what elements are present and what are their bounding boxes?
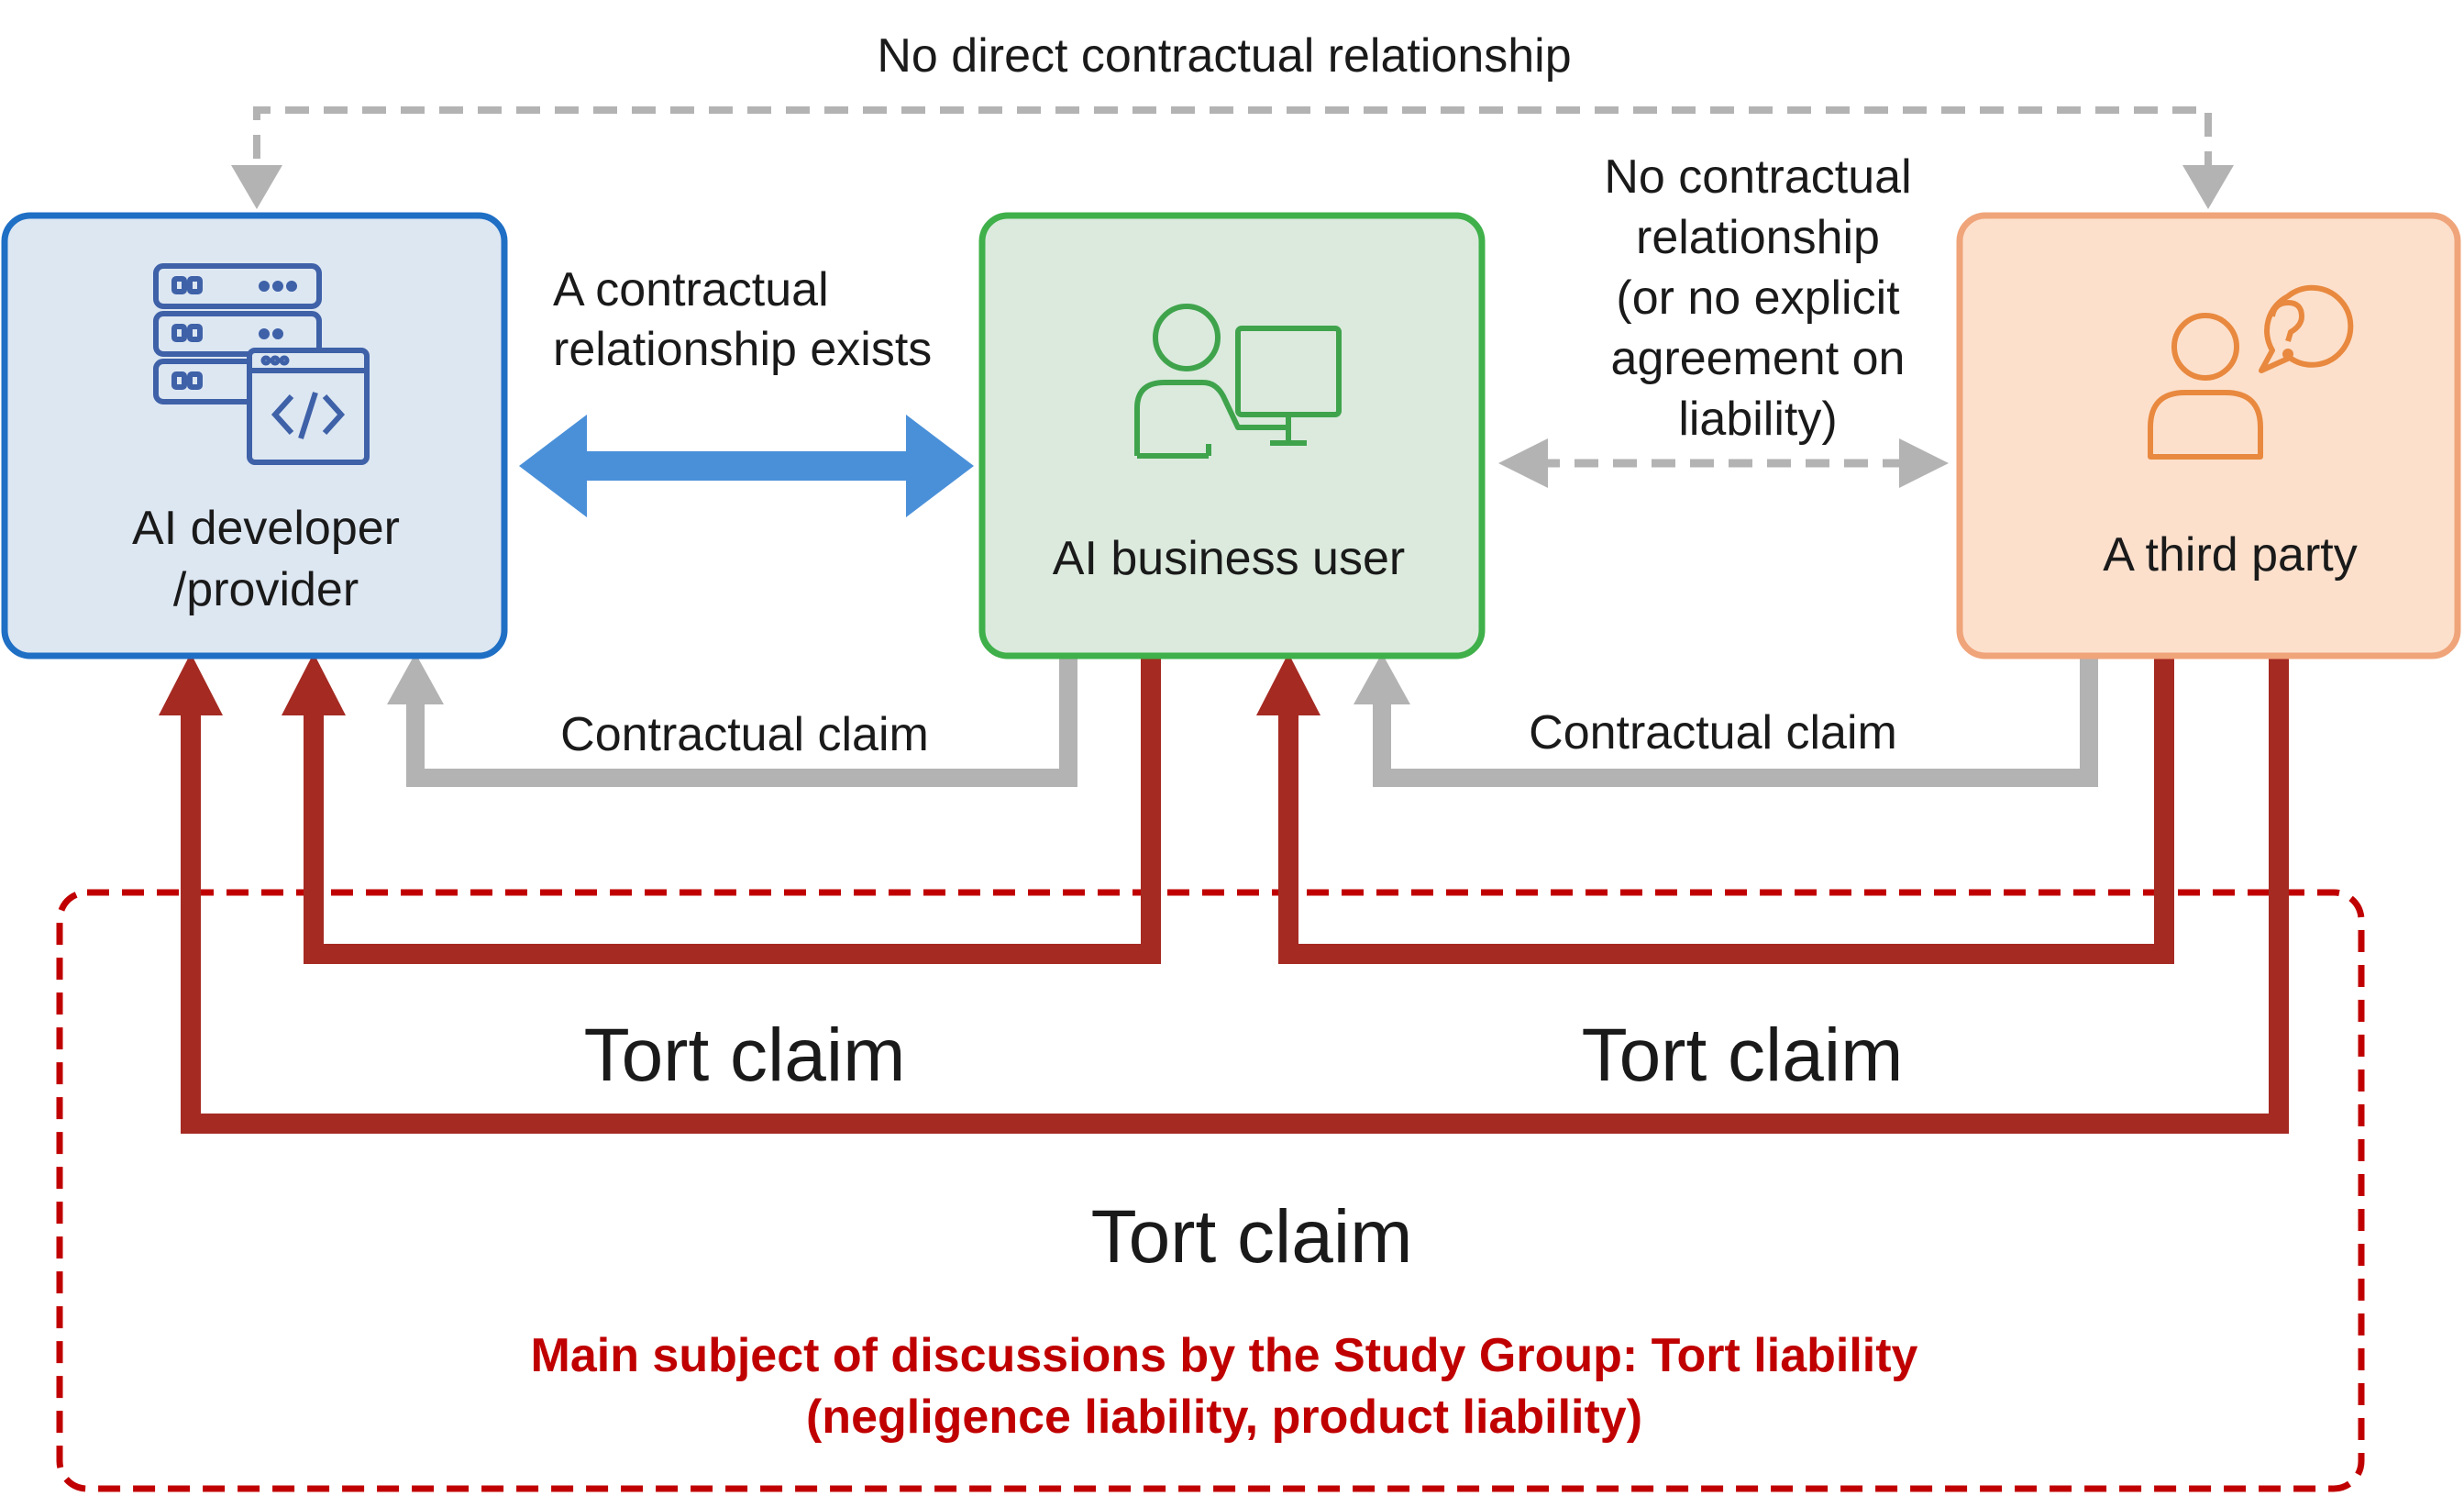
developer-label-line2: /provider (173, 563, 359, 616)
study-group-line2: (negligence liability, product liability… (806, 1391, 1642, 1444)
ai-business-user-node: AI business user (978, 212, 1486, 659)
developer-label-line1: AI developer (132, 502, 400, 555)
tort-claim-third-to-user-arrow (1256, 653, 2174, 964)
tort-claim-bottom-label: Tort claim (1091, 1195, 1413, 1279)
study-group-line1: Main subject of discussions by the Study… (531, 1329, 1918, 1382)
person-question-icon (2148, 284, 2354, 460)
ai-developer-node: AI developer /provider (1, 212, 508, 659)
server-code-icon (153, 263, 370, 465)
no-contract-line2: relationship (1636, 211, 1880, 264)
no-contract-arrow (1498, 438, 1949, 488)
tort-claim-user-to-developer-arrow (282, 653, 1161, 964)
top-label: No direct contractual relationship (877, 29, 1571, 83)
contract-exists-arrow (519, 415, 974, 517)
no-contract-line5: liability) (1678, 393, 1837, 446)
no-contract-line3: (or no explicit (1616, 271, 1900, 325)
tort-claim-right-label: Tort claim (1582, 1014, 1904, 1097)
user-label: AI business user (1053, 532, 1405, 585)
person-at-computer-icon (1134, 304, 1342, 459)
contractual-claim-right-label: Contractual claim (1529, 706, 1897, 759)
contractual-claim-left-label: Contractual claim (560, 708, 929, 761)
no-contract-line4: agreement on (1611, 332, 1906, 385)
contractual-claim-right-arrow (1354, 653, 2098, 787)
third-party-node: A third party (1956, 212, 2461, 659)
no-contract-line1: No contractual (1604, 150, 1911, 204)
contractual-claim-left-arrow (387, 653, 1077, 787)
no-direct-relationship-connector (231, 106, 2234, 209)
study-group-box (56, 889, 2365, 1492)
tort-claim-third-to-developer-arrow (159, 653, 2289, 1134)
third-party-label: A third party (2103, 528, 2357, 582)
contract-exists-line2: relationship exists (553, 323, 932, 376)
contract-exists-line1: A contractual (553, 263, 829, 316)
tort-claim-left-label: Tort claim (584, 1014, 906, 1097)
